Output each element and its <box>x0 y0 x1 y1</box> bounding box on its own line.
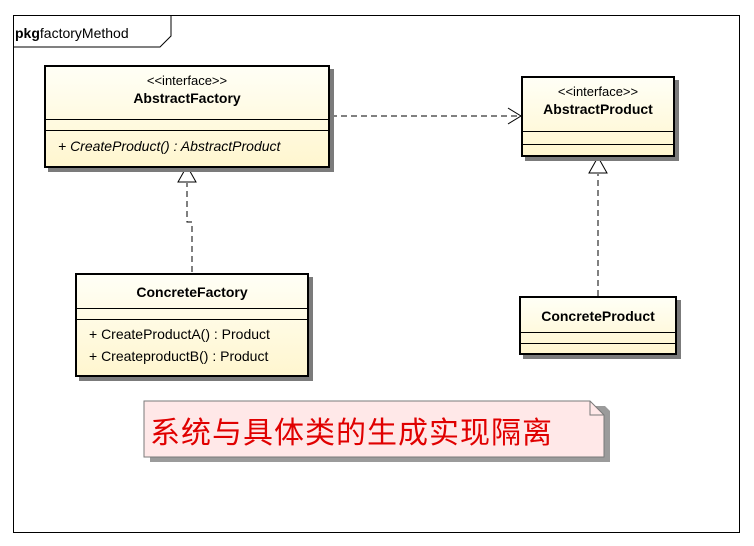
operations-compartment <box>521 343 675 344</box>
class-concrete-product[interactable]: ConcreteProduct <box>519 296 677 355</box>
realization-arrow-product <box>588 155 608 296</box>
attributes-compartment <box>523 131 673 144</box>
class-concrete-factory[interactable]: ConcreteFactory + CreateProductA() : Pro… <box>75 273 309 377</box>
package-name: factoryMethod <box>39 25 129 41</box>
operations-compartment <box>523 144 673 145</box>
attributes-compartment <box>46 119 328 130</box>
package-frame <box>13 15 740 533</box>
class-name: ConcreteFactory <box>136 284 248 300</box>
dependency-arrow <box>331 107 522 125</box>
note-text: 系统与具体类的生成实现隔离 <box>150 416 553 451</box>
class-header: ConcreteFactory <box>77 275 307 308</box>
package-title: pkgfactoryMethod <box>15 25 129 41</box>
package-keyword: pkg <box>15 25 40 41</box>
class-name: AbstractProduct <box>543 101 653 117</box>
operations-compartment: + CreateProductA() : Product + Createpro… <box>77 319 307 367</box>
stereotype-label: <<interface>> <box>557 84 639 99</box>
attributes-compartment <box>521 332 675 343</box>
class-abstract-product[interactable]: <<interface>> AbstractProduct <box>521 76 675 157</box>
stereotype-label: <<interface>> <box>146 73 228 88</box>
class-header: <<interface>> AbstractFactory <box>46 67 328 119</box>
attributes-compartment <box>77 308 307 319</box>
class-name: ConcreteProduct <box>541 308 655 324</box>
class-name: AbstractFactory <box>133 90 241 106</box>
operation: + CreateProductA() : Product <box>89 326 270 342</box>
class-header: ConcreteProduct <box>521 298 675 332</box>
class-abstract-factory[interactable]: <<interface>> AbstractFactory + CreatePr… <box>44 65 330 168</box>
operations-compartment: + CreateProduct() : AbstractProduct <box>46 130 328 157</box>
operation: + CreateProduct() : AbstractProduct <box>58 138 281 154</box>
class-header: <<interface>> AbstractProduct <box>523 78 673 131</box>
note-shape <box>143 400 610 462</box>
operation: + CreateproductB() : Product <box>89 348 269 364</box>
realization-arrow-factory <box>177 164 197 272</box>
